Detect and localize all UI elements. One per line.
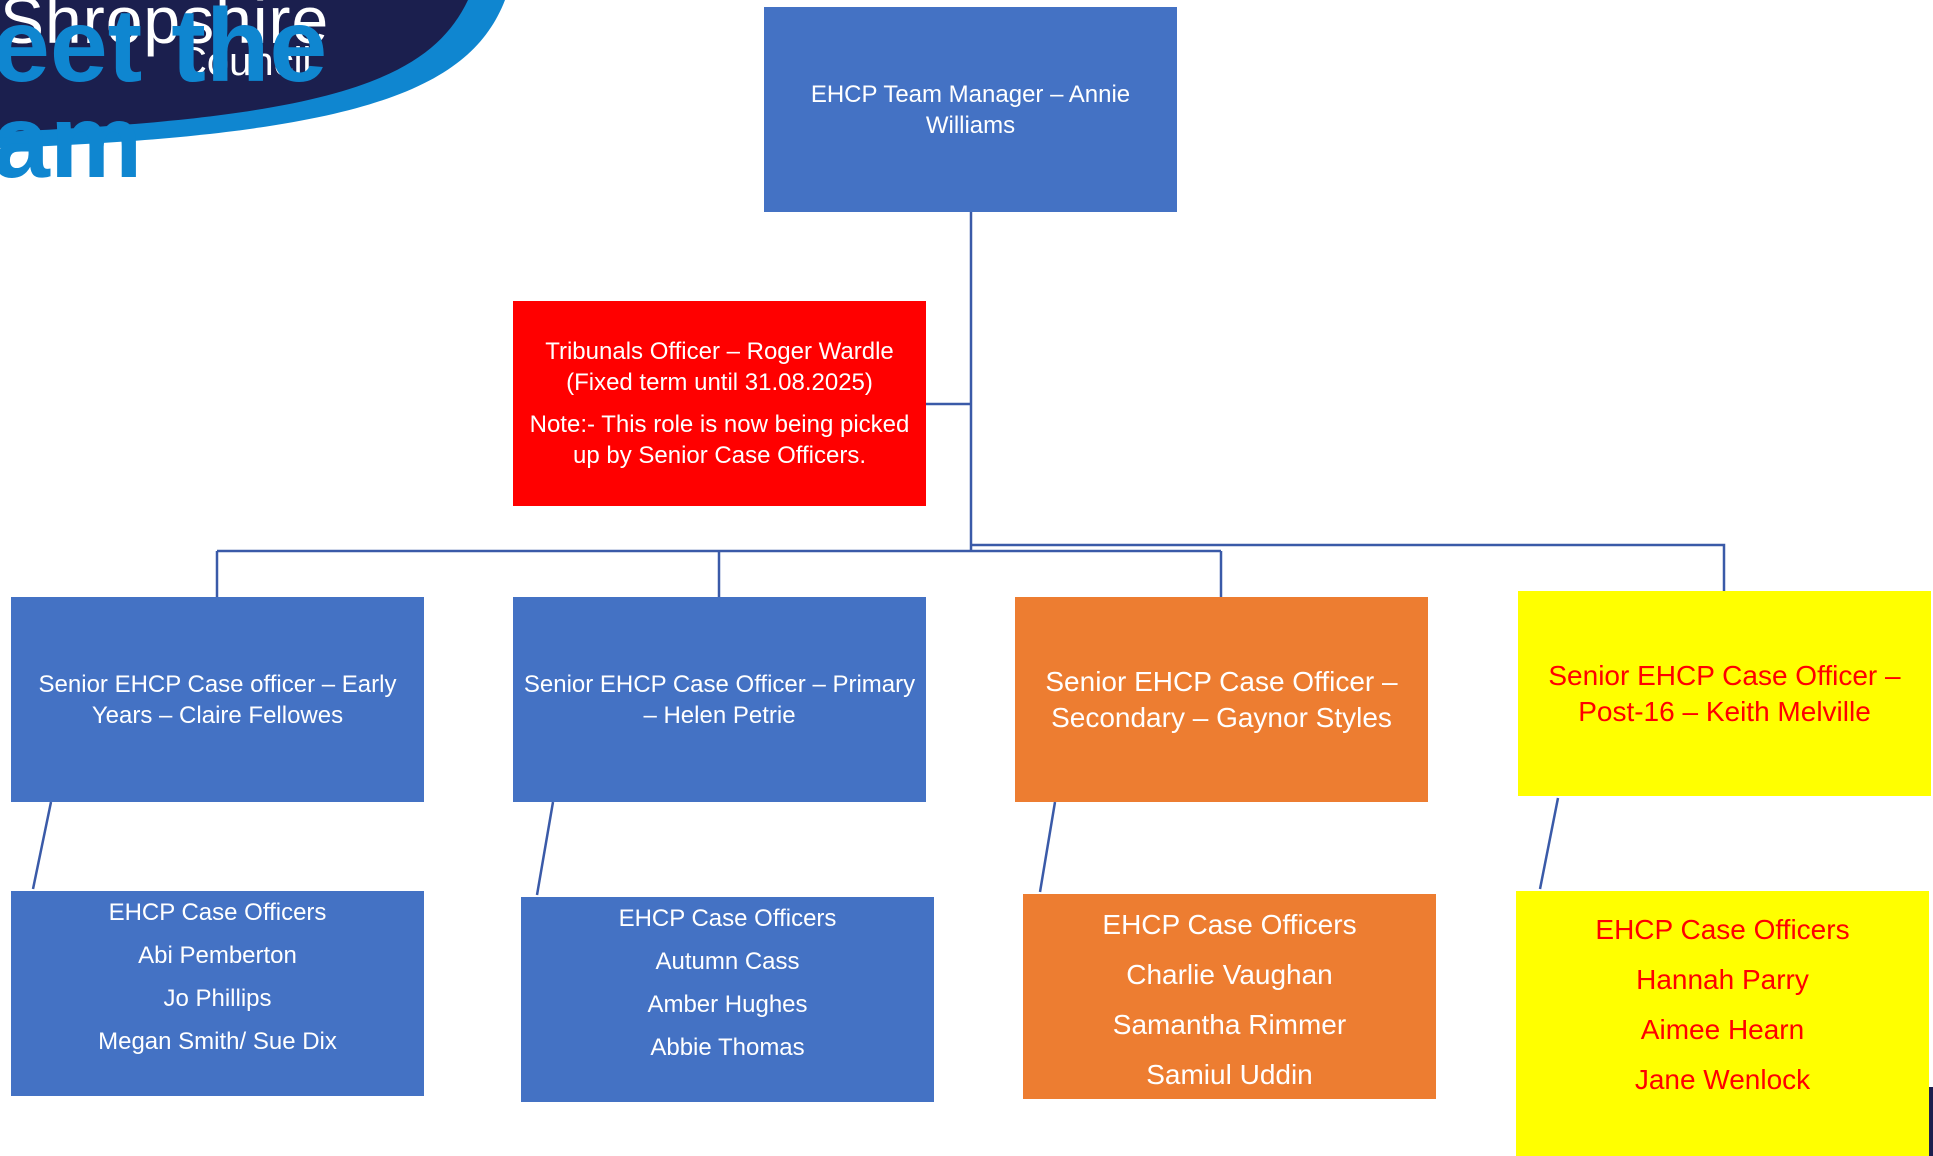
tribunals-officer-box: Tribunals Officer – Roger Wardle (Fixed … bbox=[513, 301, 926, 506]
case-officer-name: Samantha Rimmer bbox=[1112, 1009, 1347, 1040]
case-officer-name: Jo Phillips bbox=[163, 985, 272, 1012]
case-officers-early-years-heading: EHCP Case Officers bbox=[108, 899, 327, 926]
senior-officer-primary-line1: Senior EHCP Case Officer – Primary bbox=[523, 670, 916, 698]
senior-officer-primary-box: Senior EHCP Case Officer – Primary – Hel… bbox=[513, 597, 926, 802]
logo-brand-text: Shropshire bbox=[0, 0, 330, 57]
case-officer-name: Megan Smith/ Sue Dix bbox=[98, 1028, 337, 1055]
connector-team-post16 bbox=[1538, 797, 1560, 890]
team-manager-line2: Williams bbox=[925, 111, 1016, 139]
senior-officer-early-years-line2: Years – Claire Fellowes bbox=[91, 701, 344, 729]
senior-officer-early-years-box: Senior EHCP Case officer – Early Years –… bbox=[11, 597, 424, 802]
tribunals-officer-line1: Tribunals Officer – Roger Wardle bbox=[545, 338, 894, 365]
case-officer-name: Hannah Parry bbox=[1636, 964, 1809, 995]
tribunals-note-line2: up by Senior Case Officers. bbox=[572, 442, 867, 469]
case-officer-name: Jane Wenlock bbox=[1634, 1064, 1811, 1095]
case-officers-post16-box: EHCP Case Officers Hannah Parry Aimee He… bbox=[1516, 891, 1929, 1156]
logo-swoosh bbox=[0, 0, 505, 148]
case-officer-name: Aimee Hearn bbox=[1640, 1014, 1805, 1045]
case-officers-secondary-heading: EHCP Case Officers bbox=[1102, 909, 1357, 940]
senior-officer-secondary-line1: Senior EHCP Case Officer – bbox=[1045, 665, 1398, 697]
slide-title-line1: eet the bbox=[0, 0, 328, 104]
slide-title-line2: am bbox=[0, 84, 143, 200]
tribunals-note-line1: Note:- This role is now being picked bbox=[529, 411, 910, 438]
senior-officer-post16-box: Senior EHCP Case Officer – Post-16 – Kei… bbox=[1518, 591, 1931, 796]
case-officers-primary-heading: EHCP Case Officers bbox=[618, 905, 837, 932]
senior-officer-early-years-line1: Senior EHCP Case officer – Early bbox=[38, 670, 397, 698]
senior-officer-post16-line2: Post-16 – Keith Melville bbox=[1578, 695, 1871, 727]
team-manager-line1: EHCP Team Manager – Annie bbox=[810, 80, 1131, 108]
case-officers-secondary-box: EHCP Case Officers Charlie Vaughan Saman… bbox=[1023, 894, 1436, 1099]
team-manager-box: EHCP Team Manager – Annie Williams bbox=[764, 7, 1177, 212]
shropshire-council-logo: Shropshire Council bbox=[0, 0, 520, 200]
senior-officer-secondary-box: Senior EHCP Case Officer – Secondary – G… bbox=[1015, 597, 1428, 802]
case-officers-early-years-box: EHCP Case Officers Abi Pemberton Jo Phil… bbox=[11, 891, 424, 1096]
tribunals-officer-line2: (Fixed term until 31.08.2025) bbox=[566, 369, 873, 396]
connector-team-primary bbox=[535, 801, 555, 896]
case-officer-name: Charlie Vaughan bbox=[1126, 959, 1333, 990]
connector-senior-post16 bbox=[971, 543, 1726, 591]
case-officer-name: Abbie Thomas bbox=[650, 1034, 805, 1061]
case-officer-name: Samiul Uddin bbox=[1146, 1059, 1313, 1090]
case-officer-name: Abi Pemberton bbox=[138, 942, 297, 969]
senior-officer-secondary-line2: Secondary – Gaynor Styles bbox=[1051, 701, 1392, 733]
case-officer-name: Amber Hughes bbox=[647, 991, 808, 1018]
edge-mark bbox=[1926, 1087, 1933, 1156]
connector-team-early-years bbox=[31, 801, 53, 890]
senior-officer-post16-line1: Senior EHCP Case Officer – bbox=[1548, 659, 1901, 691]
logo-brand-subtext: Council bbox=[178, 40, 312, 84]
case-officers-primary-box: EHCP Case Officers Autumn Cass Amber Hug… bbox=[521, 897, 934, 1102]
connector-team-secondary bbox=[1038, 801, 1057, 893]
case-officer-name: Autumn Cass bbox=[655, 948, 800, 975]
case-officers-post16-heading: EHCP Case Officers bbox=[1595, 914, 1850, 945]
senior-officer-primary-line2: – Helen Petrie bbox=[643, 701, 796, 729]
